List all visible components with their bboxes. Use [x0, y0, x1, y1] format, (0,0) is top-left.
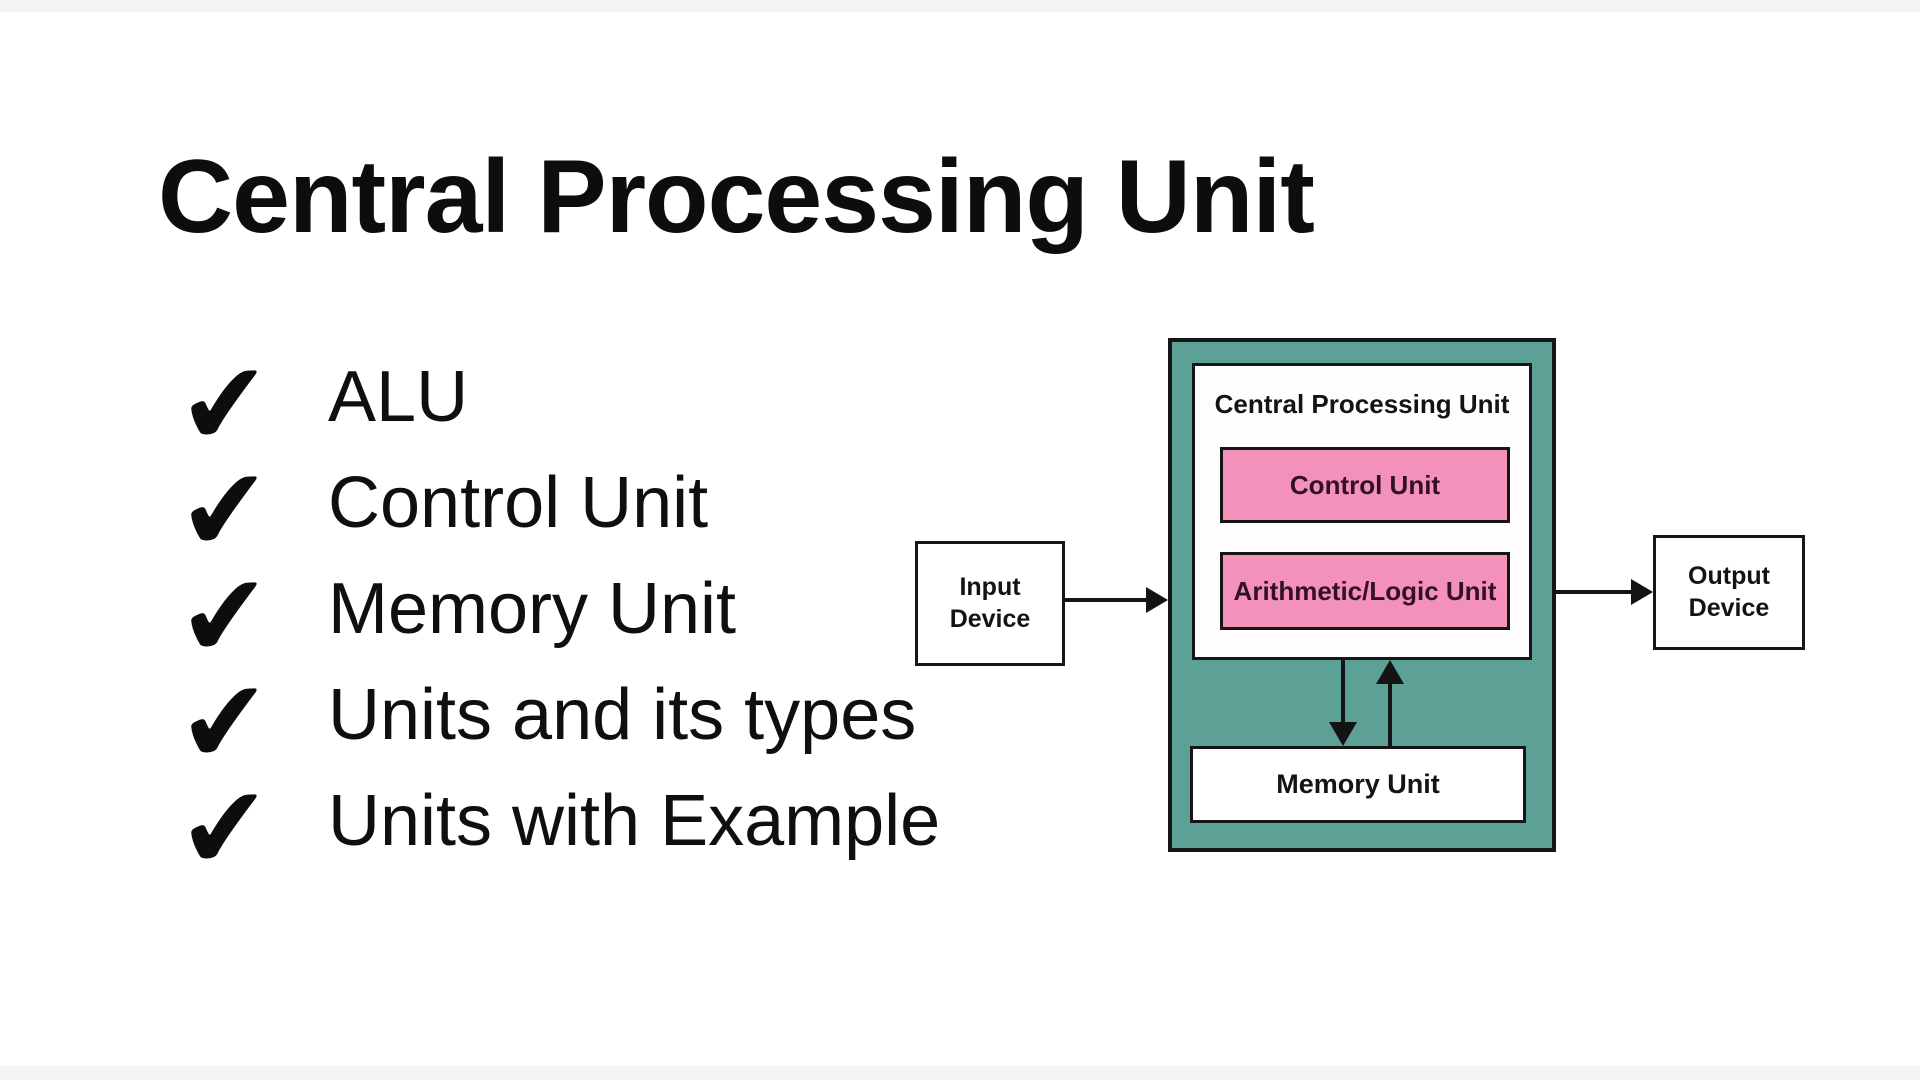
list-item-label: ALU	[328, 357, 469, 437]
output-device-box: Output Device	[1653, 535, 1805, 650]
input-device-label: Input Device	[949, 573, 1031, 633]
arrowhead-up-icon	[1376, 660, 1404, 684]
arrow-shaft	[1556, 590, 1631, 594]
cpu-label: Central Processing Unit	[1214, 389, 1510, 419]
checkmark-icon: ✔	[173, 762, 277, 895]
arrow-shaft	[1064, 598, 1146, 602]
page-title: Central Processing Unit	[158, 139, 1315, 255]
arrow-input-to-cpu	[1064, 587, 1168, 613]
bottom-letterbox	[0, 1066, 1920, 1080]
list-item-label: Memory Unit	[328, 569, 737, 649]
alu-box: Arithmetic/Logic Unit	[1220, 552, 1510, 630]
arrowhead-right-icon	[1146, 587, 1168, 613]
arrow-cpu-to-output	[1556, 579, 1653, 605]
list-item: ✔ Control Unit	[174, 445, 940, 576]
input-device-box: Input Device	[915, 541, 1065, 666]
list-item: ✔ Memory Unit	[174, 551, 940, 682]
arrow-shaft	[1341, 660, 1345, 722]
output-device-label: Output Device	[1688, 562, 1770, 622]
arrow-cpu-to-memory	[1329, 660, 1357, 746]
arrow-memory-to-cpu	[1376, 660, 1404, 746]
top-letterbox	[0, 0, 1920, 12]
topic-checklist: ✔ ALU ✔ Control Unit ✔ Memory Unit ✔ Uni…	[174, 339, 941, 894]
list-item: ✔ Units with Example	[174, 763, 941, 894]
alu-label: Arithmetic/Logic Unit	[1233, 575, 1497, 606]
list-item: ✔ Units and its types	[174, 657, 940, 788]
control-unit-box: Control Unit	[1220, 447, 1510, 523]
list-item-label: Units and its types	[328, 675, 917, 755]
list-item-label: Control Unit	[328, 463, 709, 543]
list-item-label: Units with Example	[328, 781, 941, 861]
arrowhead-right-icon	[1631, 579, 1653, 605]
list-item: ✔ ALU	[174, 339, 940, 470]
arrow-shaft	[1388, 684, 1392, 746]
control-unit-label: Control Unit	[1289, 469, 1441, 500]
memory-unit-box: Memory Unit	[1190, 746, 1526, 823]
arrowhead-down-icon	[1329, 722, 1357, 746]
memory-unit-label: Memory Unit	[1276, 769, 1440, 799]
